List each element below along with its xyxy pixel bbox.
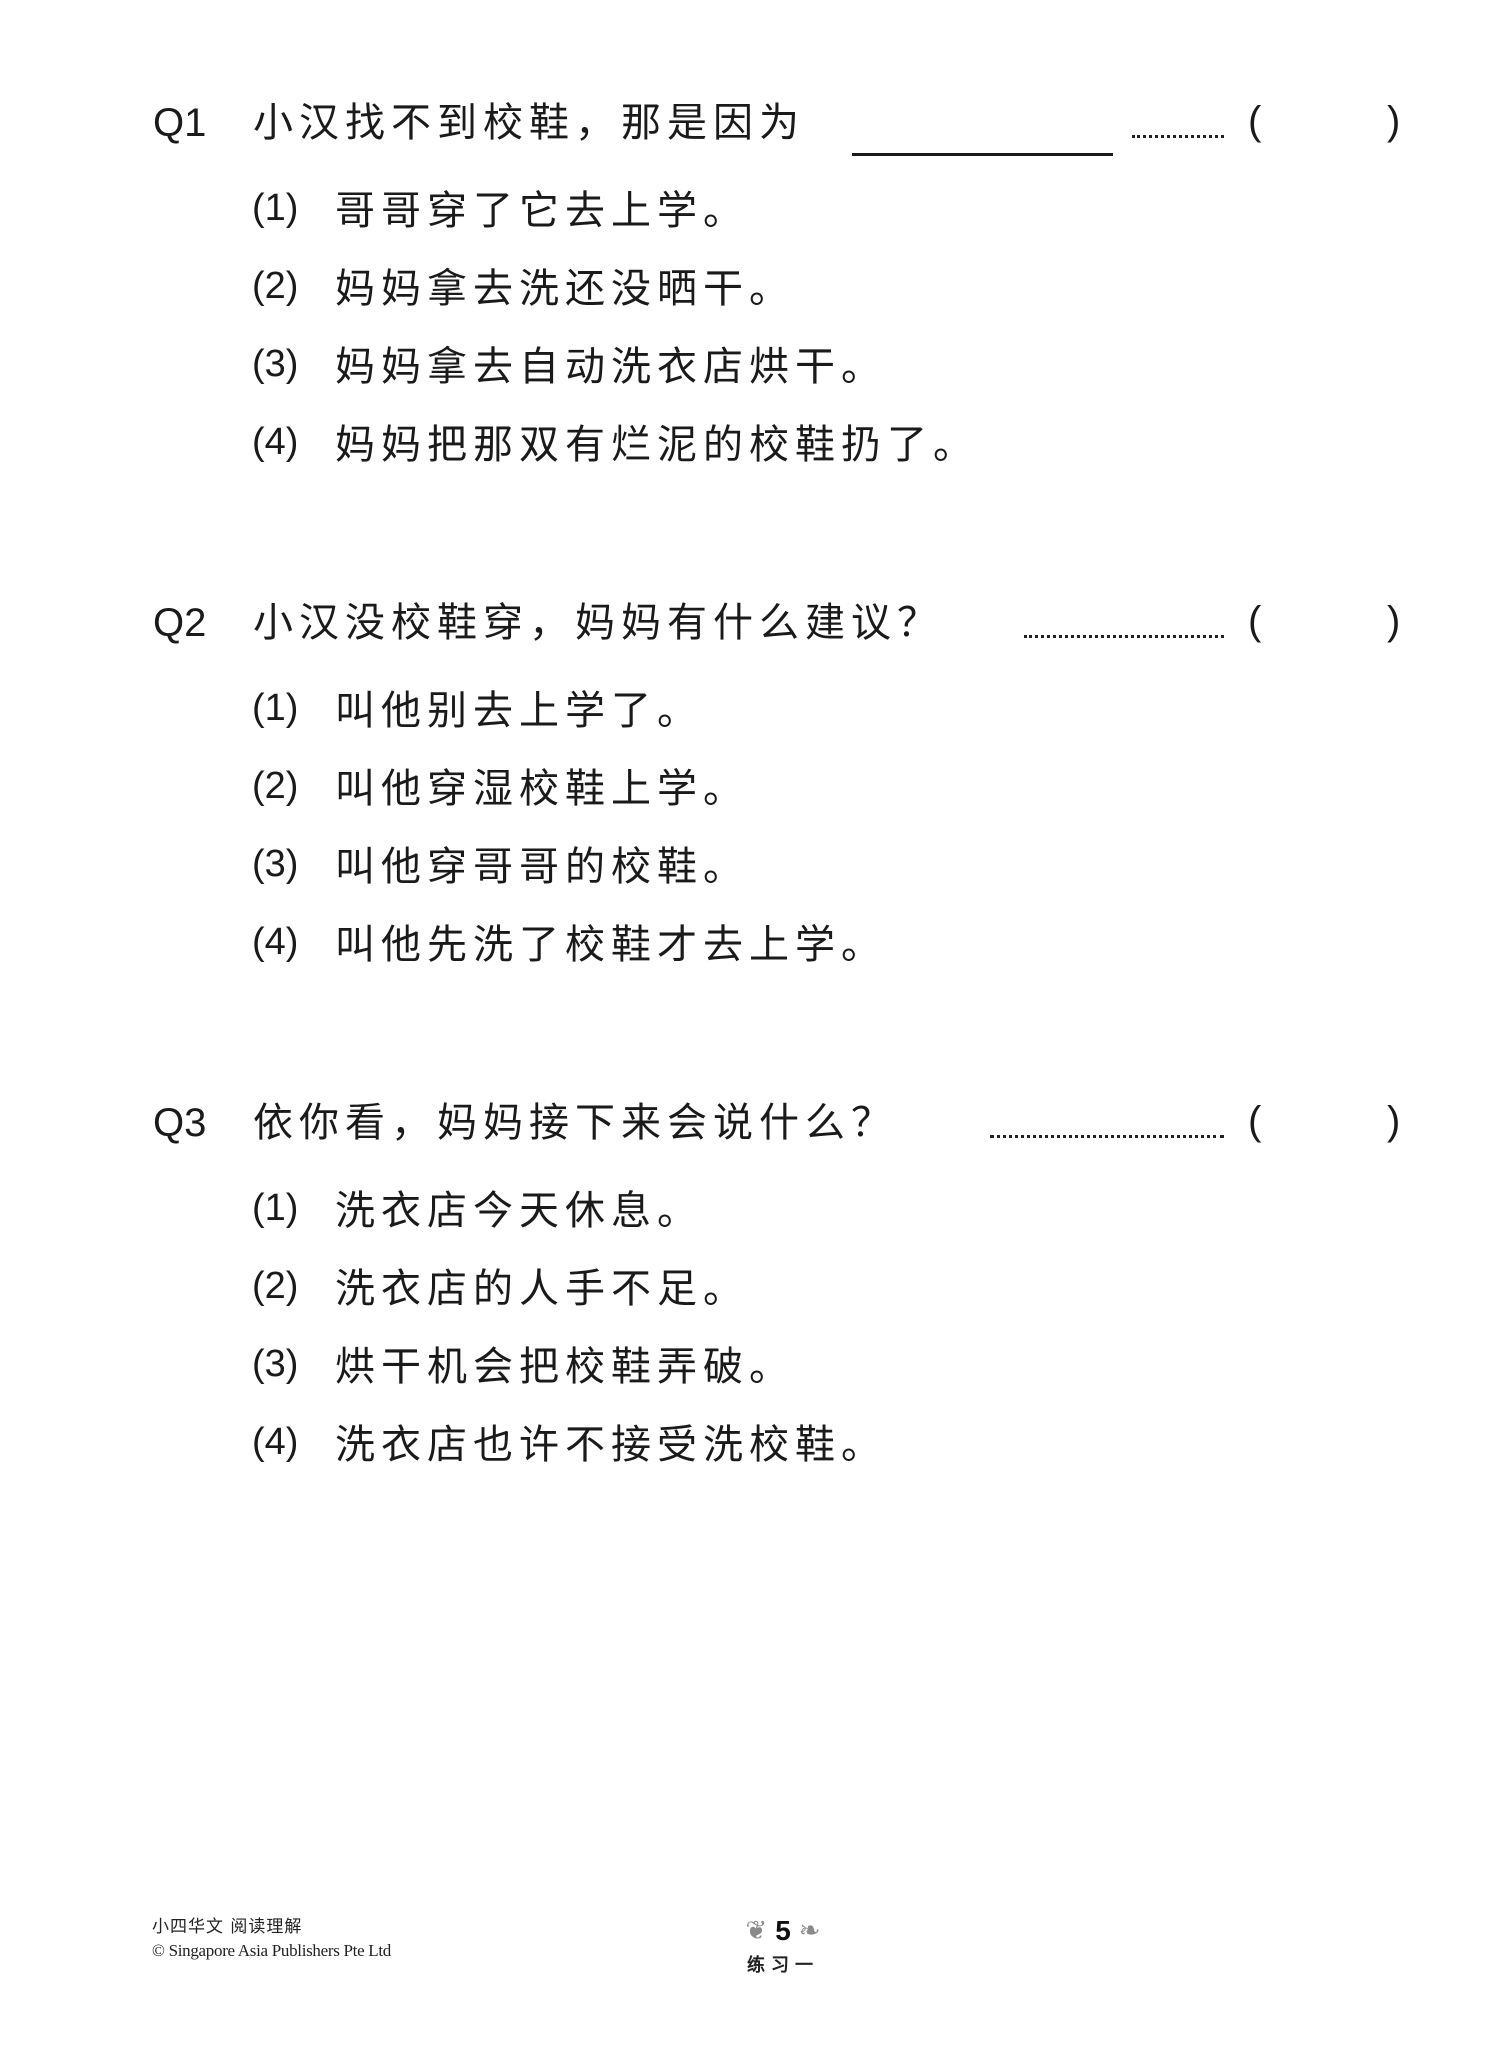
option-text: 烘干机会把校鞋弄破。 bbox=[335, 1344, 795, 1390]
option-text: 妈妈拿去洗还没晒干。 bbox=[335, 266, 795, 312]
option-number: (4) bbox=[252, 921, 299, 963]
dotted-leader bbox=[990, 1135, 1224, 1138]
dotted-leader bbox=[1024, 635, 1224, 638]
answer-paren-open: ( bbox=[1248, 599, 1262, 643]
option-number: (2) bbox=[252, 765, 299, 807]
question-number: Q3 bbox=[153, 1101, 207, 1145]
option-number: (1) bbox=[252, 1187, 299, 1229]
question-2-stem: Q2 小汉没校鞋穿，妈妈有什么建议？ ( ) bbox=[150, 595, 1410, 665]
option-number: (3) bbox=[252, 1343, 299, 1385]
option-text: 洗衣店也许不接受洗校鞋。 bbox=[335, 1422, 887, 1468]
question-3-stem: Q3 依你看，妈妈接下来会说什么？ ( ) bbox=[150, 1095, 1410, 1165]
question-number: Q1 bbox=[153, 101, 207, 145]
option-text: 妈妈把那双有烂泥的校鞋扔了。 bbox=[335, 422, 979, 468]
option-text: 洗衣店的人手不足。 bbox=[335, 1266, 749, 1312]
option-text: 哥哥穿了它去上学。 bbox=[335, 188, 749, 234]
question-number: Q2 bbox=[153, 601, 207, 645]
ornament-right-icon: ❧ bbox=[798, 1916, 821, 1946]
answer-paren-open: ( bbox=[1248, 1099, 1262, 1143]
answer-box[interactable] bbox=[1270, 1101, 1380, 1151]
option-number: (2) bbox=[252, 1265, 299, 1307]
option-number: (3) bbox=[252, 843, 299, 885]
option-number: (3) bbox=[252, 343, 299, 385]
question-3: Q3 依你看，妈妈接下来会说什么？ ( ) (1) 洗衣店今天休息。 (2) 洗… bbox=[150, 1095, 1410, 1468]
copyright-notice: © Singapore Asia Publishers Pte Ltd bbox=[152, 1941, 391, 1960]
fill-in-blank-line bbox=[852, 153, 1113, 156]
book-title: 小四华文 阅读理解 bbox=[152, 1917, 303, 1937]
page-number-row: ❦ 5 ❧ bbox=[738, 1913, 828, 1949]
footer-publisher-info: 小四华文 阅读理解 © Singapore Asia Publishers Pt… bbox=[152, 1915, 391, 1963]
answer-paren-close: ) bbox=[1387, 99, 1401, 143]
page-number: 5 bbox=[775, 1915, 791, 1946]
question-1: Q1 小汉找不到校鞋，那是因为 ( ) (1) 哥哥穿了它去上学。 (2) 妈妈… bbox=[150, 95, 1410, 468]
option-text: 妈妈拿去自动洗衣店烘干。 bbox=[335, 344, 887, 390]
option-text: 叫他穿湿校鞋上学。 bbox=[335, 766, 749, 812]
option-number: (4) bbox=[252, 1421, 299, 1463]
question-1-stem: Q1 小汉找不到校鞋，那是因为 ( ) bbox=[150, 95, 1410, 165]
question-2: Q2 小汉没校鞋穿，妈妈有什么建议？ ( ) (1) 叫他别去上学了。 (2) … bbox=[150, 595, 1410, 968]
exercise-label: 练习一 bbox=[747, 1955, 819, 1976]
option-number: (4) bbox=[252, 421, 299, 463]
question-text: 小汉没校鞋穿，妈妈有什么建议？ bbox=[253, 600, 943, 646]
option-text: 叫他别去上学了。 bbox=[335, 688, 703, 734]
question-text: 小汉找不到校鞋，那是因为 bbox=[253, 100, 805, 146]
option-number: (1) bbox=[252, 187, 299, 229]
dotted-leader bbox=[1132, 135, 1224, 138]
option-text: 叫他穿哥哥的校鞋。 bbox=[335, 844, 749, 890]
answer-paren-close: ) bbox=[1387, 1099, 1401, 1143]
answer-box[interactable] bbox=[1270, 101, 1380, 151]
option-number: (2) bbox=[252, 265, 299, 307]
question-text: 依你看，妈妈接下来会说什么？ bbox=[253, 1100, 897, 1146]
answer-paren-close: ) bbox=[1387, 599, 1401, 643]
option-text: 叫他先洗了校鞋才去上学。 bbox=[335, 922, 887, 968]
option-number: (1) bbox=[252, 687, 299, 729]
option-text: 洗衣店今天休息。 bbox=[335, 1188, 703, 1234]
page-footer: ❦ 5 ❧ 练习一 bbox=[738, 1913, 828, 1977]
ornament-left-icon: ❦ bbox=[745, 1916, 768, 1946]
answer-paren-open: ( bbox=[1248, 99, 1262, 143]
answer-box[interactable] bbox=[1270, 601, 1380, 651]
